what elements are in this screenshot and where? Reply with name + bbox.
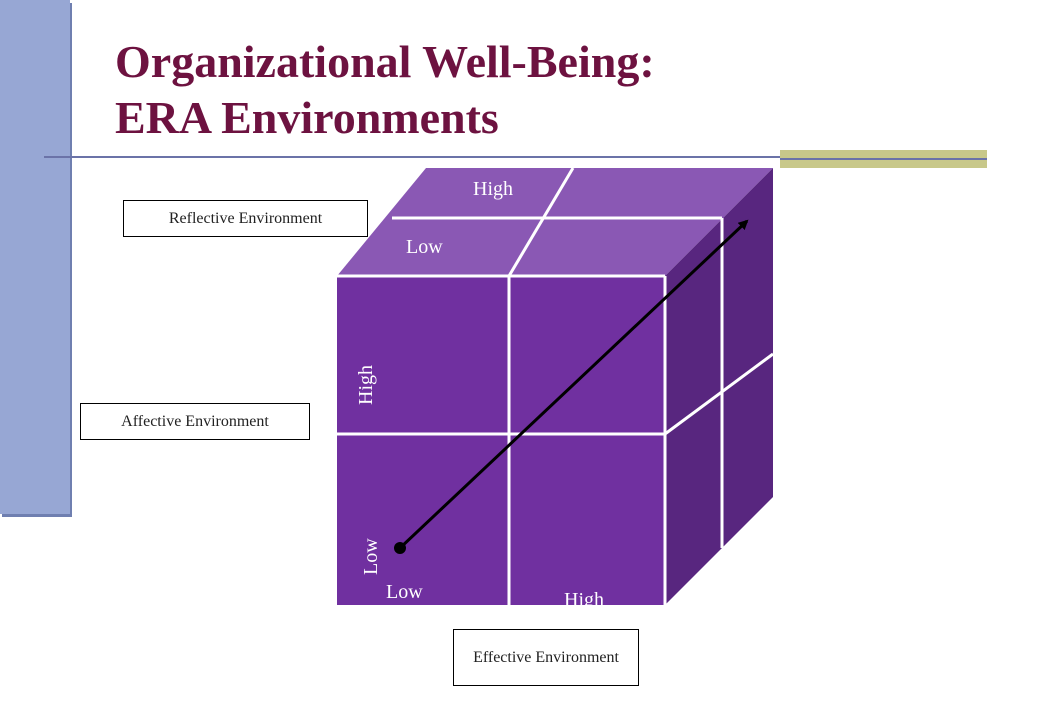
top-low-label: Low <box>406 236 443 258</box>
slide-title: Organizational Well-Being: ERA Environme… <box>115 34 655 146</box>
title-divider <box>44 156 987 158</box>
title-line-2: ERA Environments <box>115 92 499 143</box>
diagonal-arrow <box>398 219 749 550</box>
affective-environment-label: Affective Environment <box>80 403 310 440</box>
left-accent-bar <box>0 0 70 514</box>
top-high-label: High <box>473 178 513 200</box>
title-accent-line <box>780 158 987 160</box>
side-horizontal-divider <box>664 352 774 436</box>
cube-side-face <box>665 168 773 605</box>
title-line-1: Organizational Well-Being: <box>115 36 655 87</box>
arrow-origin-dot <box>394 542 406 554</box>
bottom-low-label: Low <box>386 581 423 603</box>
bottom-high-label: High <box>564 589 604 611</box>
top-width-divider <box>507 167 575 277</box>
cube-top-face <box>337 168 773 276</box>
cube-front-face <box>337 276 665 605</box>
side-low-label: Low <box>360 538 382 575</box>
reflective-environment-label: Reflective Environment <box>123 200 368 237</box>
side-high-label: High <box>355 365 377 405</box>
effective-environment-label: Effective Environment <box>453 629 639 686</box>
